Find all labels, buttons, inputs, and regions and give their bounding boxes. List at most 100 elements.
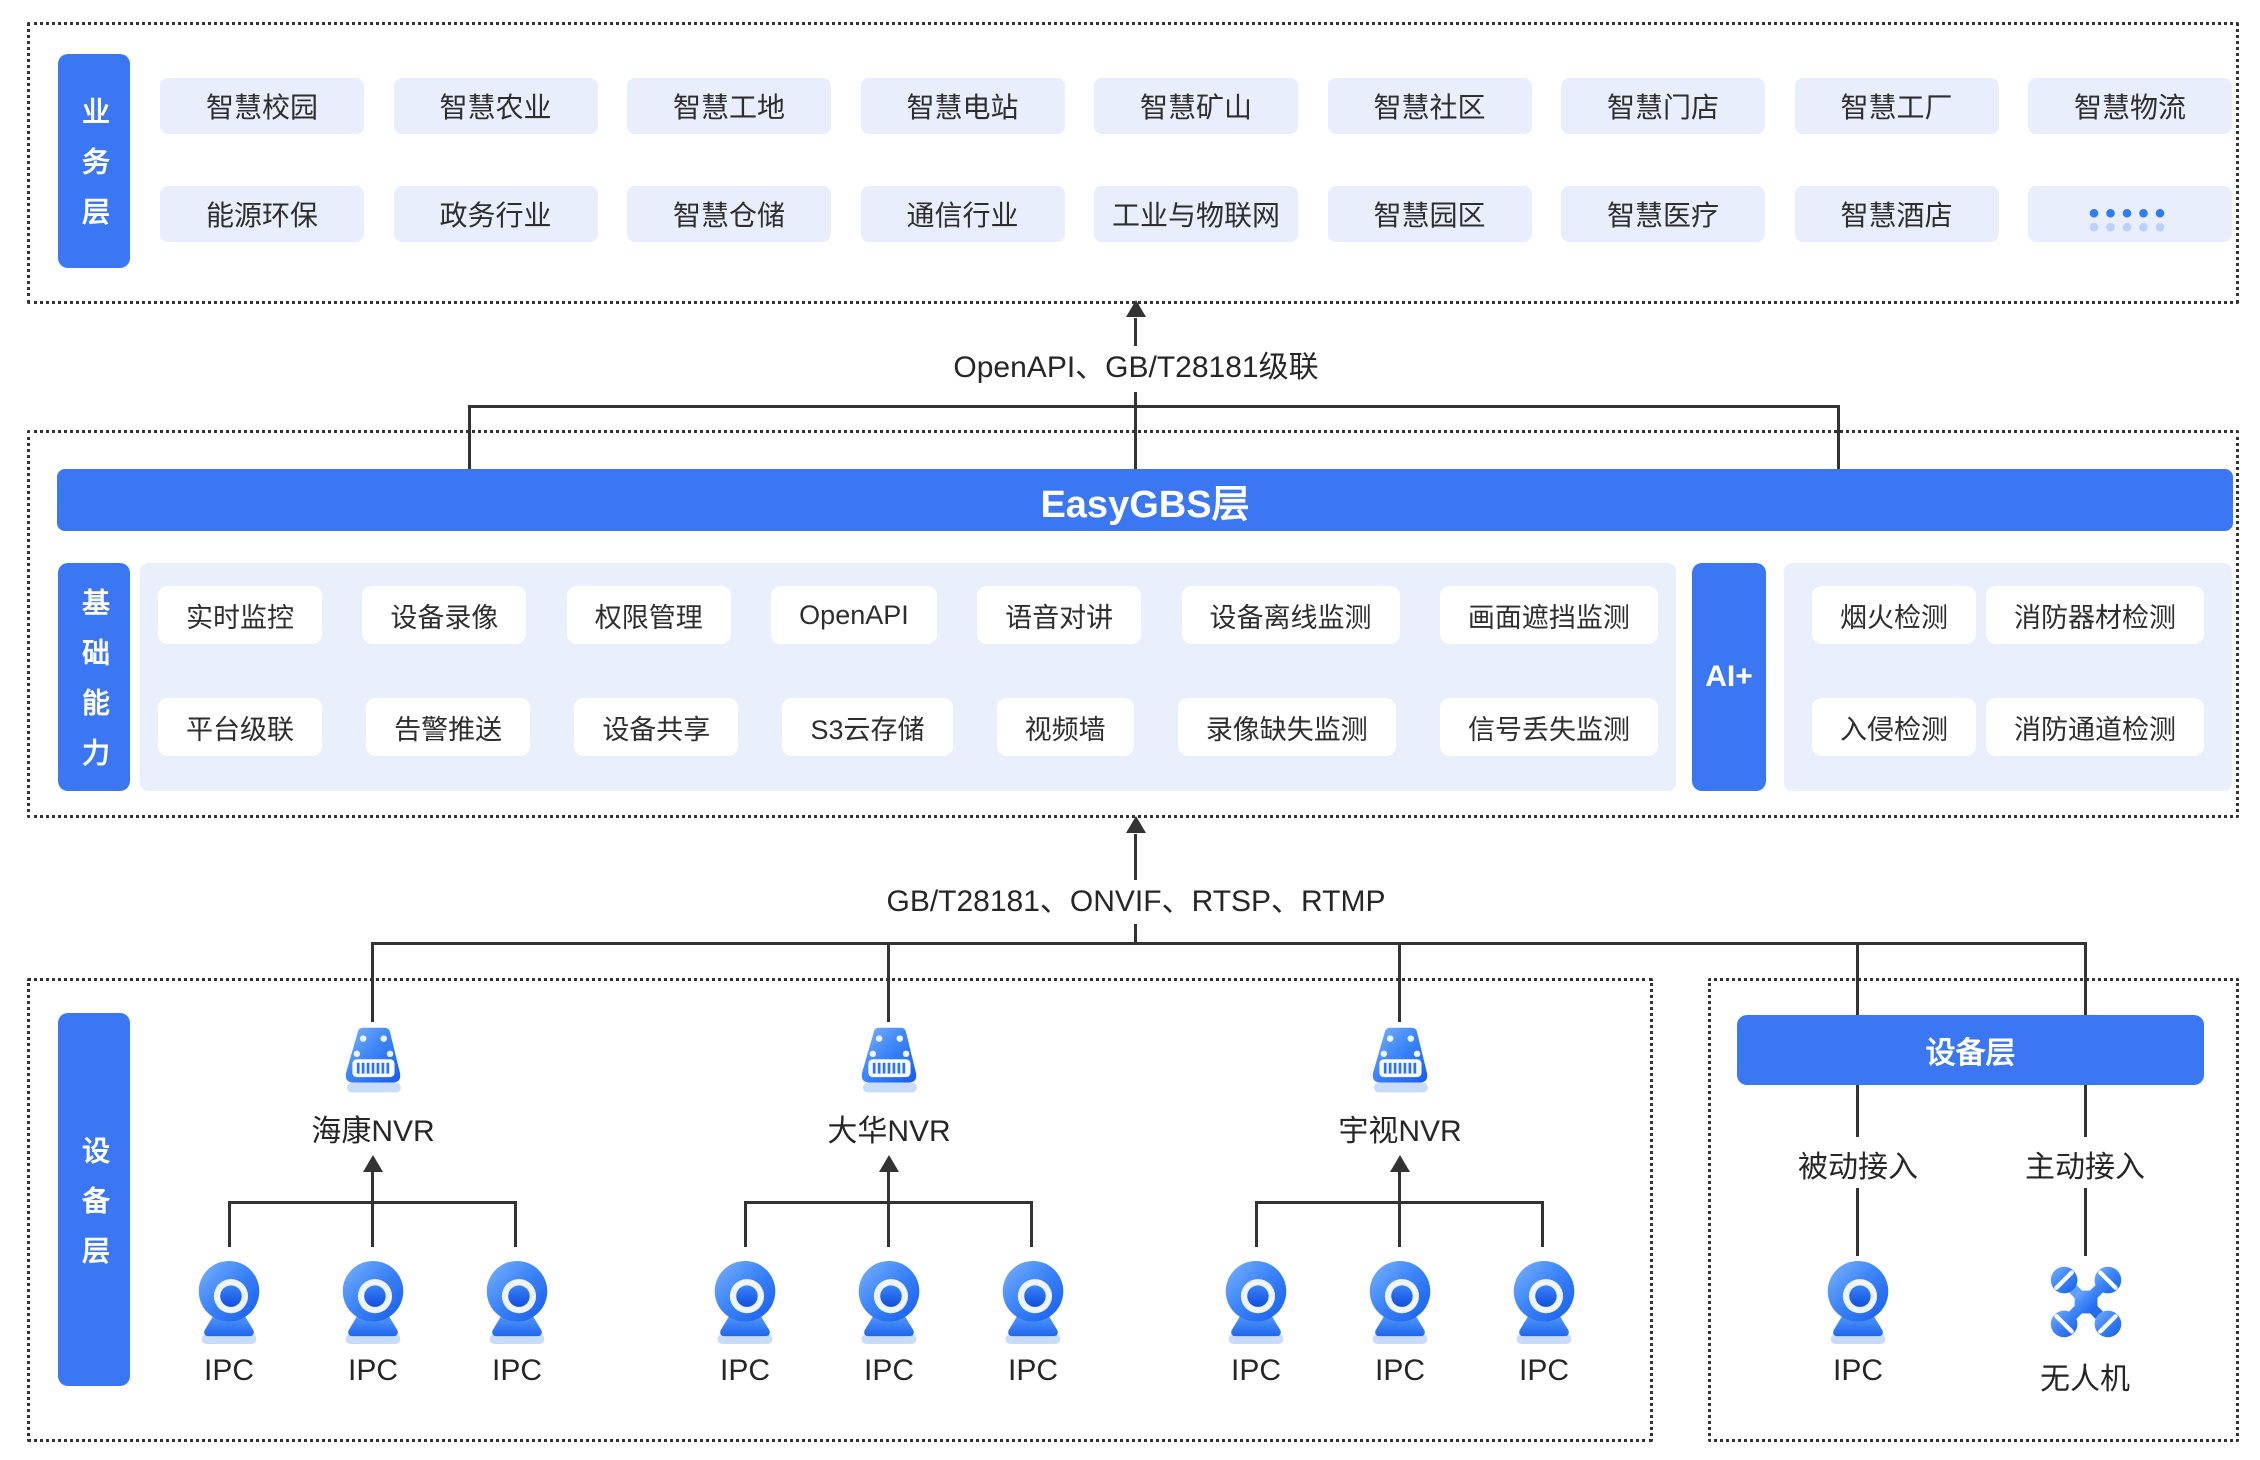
up-arrowhead-icon bbox=[879, 1155, 899, 1172]
business-layer-section bbox=[27, 22, 2239, 304]
group-line bbox=[229, 1201, 517, 1204]
device-bus-line bbox=[373, 942, 2085, 945]
capability-row-2: 平台级联 告警推送 设备共享 S3云存储 视频墙 录像缺失监测 信号丢失监测 bbox=[158, 698, 1658, 756]
connector-line bbox=[1134, 924, 1137, 944]
bracket-line bbox=[1837, 405, 1840, 470]
business-chip: 智慧电站 bbox=[860, 78, 1065, 134]
business-chip: 智慧农业 bbox=[393, 78, 598, 134]
business-chip: 智慧物流 bbox=[2028, 78, 2232, 134]
nvr-icon bbox=[333, 1026, 413, 1096]
more-ellipsis-chip: ••••• bbox=[2028, 186, 2232, 242]
ipc-camera-icon bbox=[335, 1260, 411, 1344]
group-line bbox=[1255, 1201, 1258, 1247]
capability-row-1: 实时监控 设备录像 权限管理 OpenAPI 语音对讲 设备离线监测 画面遮挡监… bbox=[158, 586, 1658, 644]
access-line bbox=[2084, 1188, 2087, 1256]
connector-line bbox=[1134, 834, 1137, 880]
ai-capability-chip: 消防器材检测 bbox=[1986, 586, 2204, 644]
business-chip: 智慧仓储 bbox=[627, 186, 831, 242]
ai-row-2: 入侵检测 消防通道检测 bbox=[1812, 698, 2204, 756]
business-chip: 智慧校园 bbox=[160, 78, 364, 134]
ipc-label: IPC bbox=[863, 1354, 914, 1387]
access-box-header: 设备层 bbox=[1737, 1015, 2204, 1085]
ai-row-1: 烟火检测 消防器材检测 bbox=[1812, 586, 2204, 644]
capability-chip: S3云存储 bbox=[782, 698, 953, 756]
device-drop-line bbox=[1398, 942, 1401, 1022]
ellipsis-dots-icon: ••••• bbox=[2088, 197, 2172, 230]
business-chip: 智慧园区 bbox=[1327, 186, 1532, 242]
capability-chip: 录像缺失监测 bbox=[1177, 698, 1396, 756]
ipc-camera-icon bbox=[995, 1260, 1071, 1344]
group-line bbox=[744, 1201, 747, 1247]
device-drop-line bbox=[887, 942, 890, 1022]
ipc-label: IPC bbox=[1230, 1354, 1281, 1387]
group-line bbox=[1541, 1201, 1544, 1247]
nvr-group-uniview: 宇视NVR IPC IPC IPC bbox=[1230, 1013, 1570, 1443]
active-access-label: 主动接入 bbox=[2025, 1151, 2145, 1184]
nvr-group-dahua: 大华NVR IPC IPC IPC bbox=[719, 1013, 1059, 1443]
capability-chip: 信号丢失监测 bbox=[1439, 698, 1658, 756]
business-chip: 通信行业 bbox=[860, 186, 1065, 242]
ipc-label: IPC bbox=[719, 1354, 770, 1387]
ipc-label: IPC bbox=[491, 1354, 542, 1387]
capability-chip: 平台级联 bbox=[158, 698, 322, 756]
nvr-icon bbox=[1360, 1026, 1440, 1096]
capability-chip: 设备离线监测 bbox=[1181, 586, 1400, 644]
ipc-label: IPC bbox=[1518, 1354, 1569, 1387]
business-chip: 智慧社区 bbox=[1327, 78, 1532, 134]
bracket-line bbox=[468, 405, 1840, 408]
ipc-label: IPC bbox=[203, 1354, 254, 1387]
group-line bbox=[371, 1171, 374, 1247]
business-chip: 智慧工地 bbox=[627, 78, 831, 134]
device-drop-line bbox=[371, 942, 374, 1022]
drone-icon bbox=[2046, 1262, 2126, 1342]
ipc-camera-icon bbox=[1820, 1260, 1896, 1344]
ai-capability-chip: 烟火检测 bbox=[1812, 586, 1976, 644]
capability-chip: 设备录像 bbox=[362, 586, 527, 644]
ai-capability-chip: 入侵检测 bbox=[1812, 698, 1976, 756]
group-line bbox=[1256, 1201, 1544, 1204]
connector-line bbox=[1134, 318, 1137, 346]
ipc-camera-icon bbox=[1362, 1260, 1438, 1344]
nvr-name: 海康NVR bbox=[311, 1115, 435, 1148]
ipc-label: IPC bbox=[1007, 1354, 1058, 1387]
ipc-label: IPC bbox=[1374, 1354, 1425, 1387]
passive-access-label: 被动接入 bbox=[1798, 1151, 1918, 1184]
business-chip: 智慧酒店 bbox=[1794, 186, 1999, 242]
ipc-camera-icon bbox=[1506, 1260, 1582, 1344]
group-line bbox=[1398, 1171, 1401, 1247]
nvr-group-hikvision: 海康NVR IPC IPC IPC bbox=[203, 1013, 543, 1443]
bracket-line bbox=[468, 405, 471, 470]
up-arrowhead-icon bbox=[1390, 1155, 1410, 1172]
nvr-name: 宇视NVR bbox=[1338, 1115, 1462, 1148]
group-line bbox=[745, 1201, 1033, 1204]
business-chip: 政务行业 bbox=[393, 186, 598, 242]
access-box-section bbox=[1708, 978, 2239, 1442]
business-chip: 智慧门店 bbox=[1561, 78, 1765, 134]
group-line bbox=[228, 1201, 231, 1247]
up-arrowhead-icon bbox=[1126, 816, 1146, 833]
ai-side-label: AI+ bbox=[1692, 563, 1766, 791]
device-layer-section bbox=[27, 978, 1653, 1442]
ipc-camera-icon bbox=[191, 1260, 267, 1344]
access-line bbox=[2084, 1085, 2087, 1137]
device-layer-side-label: 设备层 bbox=[58, 1013, 130, 1386]
nvr-icon bbox=[849, 1026, 929, 1096]
ipc-camera-icon bbox=[851, 1260, 927, 1344]
business-chip: 工业与物联网 bbox=[1094, 186, 1298, 242]
up-arrowhead-icon bbox=[363, 1155, 383, 1172]
capability-chip: 视频墙 bbox=[996, 698, 1134, 756]
business-chip: 智慧医疗 bbox=[1561, 186, 1765, 242]
group-line bbox=[1030, 1201, 1033, 1247]
top-link-label: OpenAPI、GB/T28181级联 bbox=[939, 348, 1333, 388]
group-line bbox=[514, 1201, 517, 1247]
core-capabilities-side-label: 基础能力 bbox=[58, 563, 130, 791]
nvr-name: 大华NVR bbox=[827, 1115, 951, 1148]
capability-chip: 语音对讲 bbox=[977, 586, 1142, 644]
business-chip-row-2: 能源环保 政务行业 智慧仓储 通信行业 工业与物联网 智慧园区 智慧医疗 智慧酒… bbox=[160, 186, 2232, 242]
business-layer-side-label: 业务层 bbox=[58, 54, 130, 268]
business-chip: 智慧矿山 bbox=[1094, 78, 1298, 134]
capability-chip: 权限管理 bbox=[566, 586, 731, 644]
business-chip: 能源环保 bbox=[160, 186, 364, 242]
bottom-link-label: GB/T28181、ONVIF、RTSP、RTMP bbox=[872, 882, 1400, 922]
